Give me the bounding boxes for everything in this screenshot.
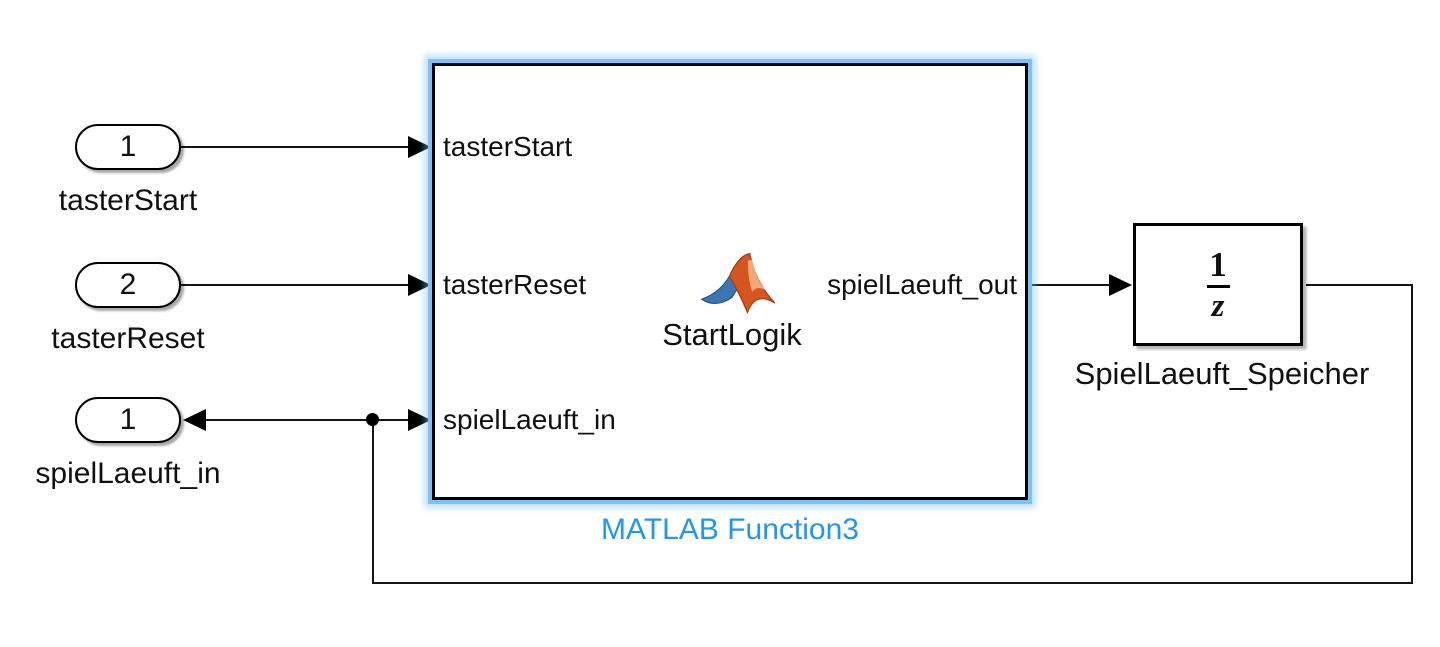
unit-delay-fraction-icon: 1 z xyxy=(1206,244,1230,324)
fraction-denominator: z xyxy=(1211,287,1225,324)
inport-number: 2 xyxy=(119,268,137,301)
function-input-port-label: tasterReset xyxy=(443,269,587,300)
wire-delay-out[interactable] xyxy=(1306,284,1413,286)
inport-block-tasterReset[interactable]: 2 xyxy=(75,262,181,308)
outport-block-spielLaeuft-in[interactable]: 1 xyxy=(75,397,181,443)
wire-junction-to-function[interactable] xyxy=(206,419,412,421)
unit-delay-block[interactable]: 1 z xyxy=(1133,223,1303,346)
function-input-port-label: tasterStart xyxy=(443,131,573,162)
wire-junction-dot[interactable] xyxy=(366,413,379,426)
fraction-bar xyxy=(1206,284,1230,288)
wire-function-to-delay[interactable] xyxy=(1031,284,1111,286)
inport-number: 1 xyxy=(119,130,137,163)
inport-block-tasterStart[interactable]: 1 xyxy=(75,124,181,170)
wire-inport2-to-function[interactable] xyxy=(181,284,411,286)
wire-arrowhead-icon[interactable] xyxy=(1109,274,1132,296)
wire-arrowhead-icon[interactable] xyxy=(408,409,431,431)
matlab-logo-icon xyxy=(700,252,776,315)
outport-label-spielLaeuft-in[interactable]: spielLaeuft_in xyxy=(35,457,221,490)
wire-inport1-to-function[interactable] xyxy=(181,146,411,148)
matlab-function-block[interactable]: tasterStart tasterReset spielLaeuft_in s… xyxy=(432,63,1028,500)
wire-feedback-right[interactable] xyxy=(1411,284,1413,584)
function-script-name: StartLogik xyxy=(662,317,802,352)
function-output-port-label: spielLaeuft_out xyxy=(827,269,1017,300)
unit-delay-block-name[interactable]: SpielLaeuft_Speicher xyxy=(1074,356,1370,391)
wire-feedback-left[interactable] xyxy=(372,419,374,584)
inport-label-tasterStart[interactable]: tasterStart xyxy=(58,184,198,217)
function-input-port-label: spielLaeuft_in xyxy=(443,404,616,435)
wire-arrowhead-icon[interactable] xyxy=(408,136,431,158)
outport-number: 1 xyxy=(119,403,137,436)
matlab-function-block-name[interactable]: MATLAB Function3 xyxy=(601,513,859,546)
wire-arrowhead-icon[interactable] xyxy=(183,409,206,431)
inport-label-tasterReset[interactable]: tasterReset xyxy=(51,322,205,355)
wire-feedback-bottom[interactable] xyxy=(372,582,1413,584)
fraction-numerator: 1 xyxy=(1209,244,1227,284)
wire-arrowhead-icon[interactable] xyxy=(408,274,431,296)
